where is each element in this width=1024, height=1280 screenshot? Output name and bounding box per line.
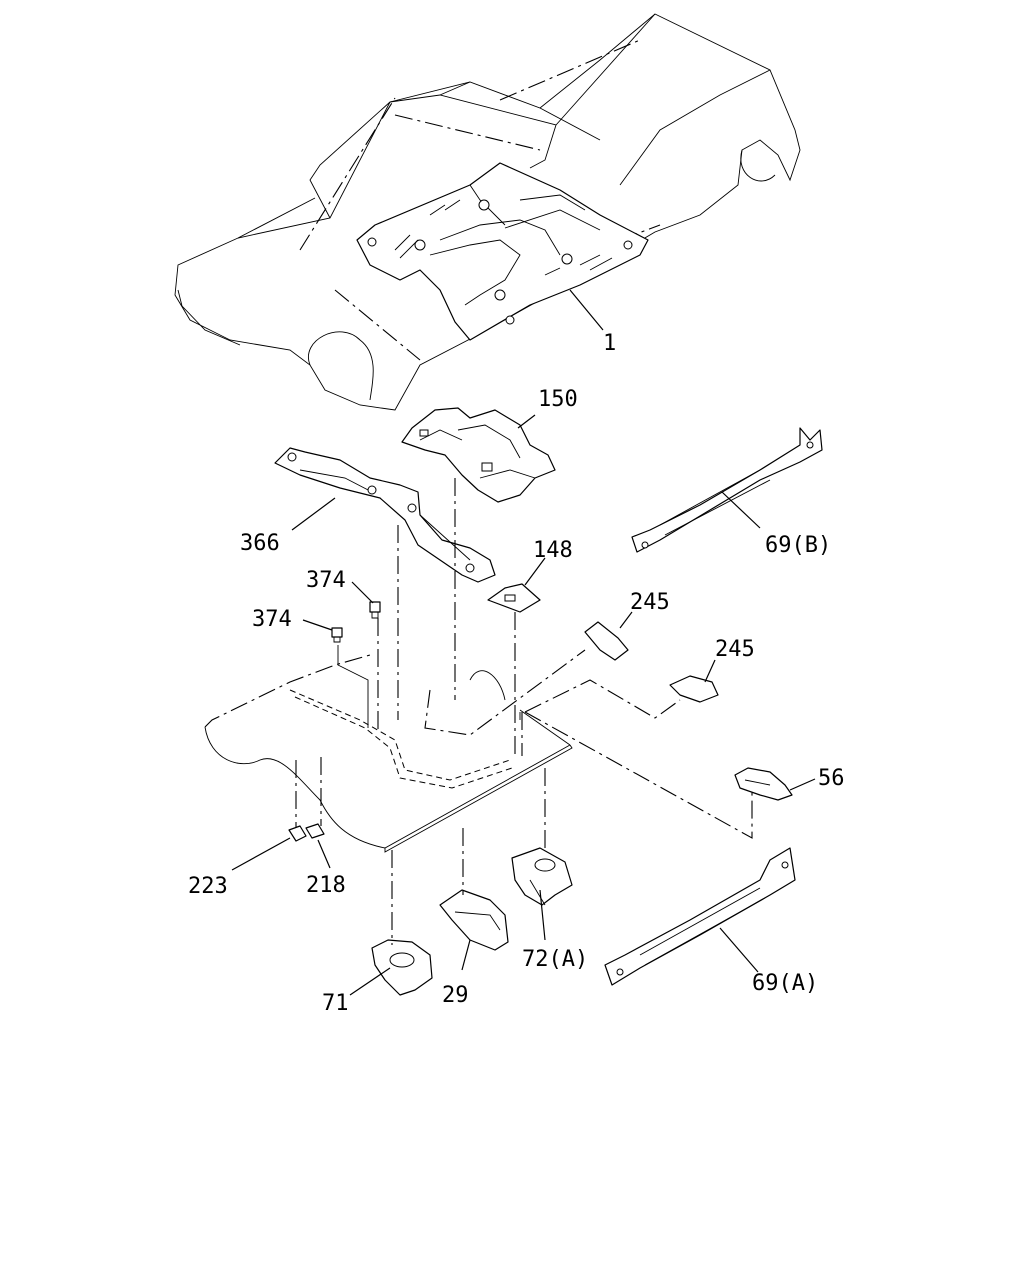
callout-374-lower: 374 (252, 607, 292, 632)
callout-1: 1 (603, 331, 616, 356)
callout-150: 150 (538, 387, 578, 412)
bolt-374-lower (331, 627, 343, 643)
callout-72a: 72(A) (522, 947, 588, 972)
floor-panel (356, 162, 649, 341)
callout-223: 223 (188, 874, 228, 899)
bracket-29 (439, 889, 509, 951)
callout-148: 148 (533, 538, 573, 563)
side-rail-a (604, 847, 796, 986)
callout-69b: 69(B) (765, 533, 831, 558)
callout-366: 366 (240, 531, 280, 556)
bolt-374-upper (369, 601, 381, 619)
jack-bracket-56 (734, 767, 793, 801)
callout-218: 218 (306, 873, 346, 898)
callout-245-upper: 245 (630, 590, 670, 615)
callout-69a: 69(A) (752, 971, 818, 996)
crossmember-part (274, 447, 496, 583)
leader-lines (231, 289, 816, 996)
vehicle-body-outline (174, 13, 801, 411)
body-mount-bracket-72a (511, 847, 573, 906)
side-rail-b (631, 427, 823, 553)
bracket-plate-148 (487, 583, 541, 613)
bracket-245-upper (584, 621, 629, 661)
lower-floor-outline (204, 654, 573, 853)
callout-245-lower: 245 (715, 637, 755, 662)
callout-374-upper: 374 (306, 568, 346, 593)
callout-labels: 1 150 366 148 69(B) 374 374 245 245 56 2… (188, 331, 845, 1016)
tunnel-reinforcement-part (401, 407, 556, 503)
bracket-218 (305, 823, 325, 839)
body-mount-bracket-71 (371, 939, 433, 996)
bracket-223 (288, 825, 307, 842)
callout-29: 29 (442, 983, 469, 1008)
assembly-guide-lines (295, 478, 753, 945)
callout-71: 71 (322, 991, 349, 1016)
callout-56: 56 (818, 766, 845, 791)
bracket-245-lower (669, 675, 719, 703)
